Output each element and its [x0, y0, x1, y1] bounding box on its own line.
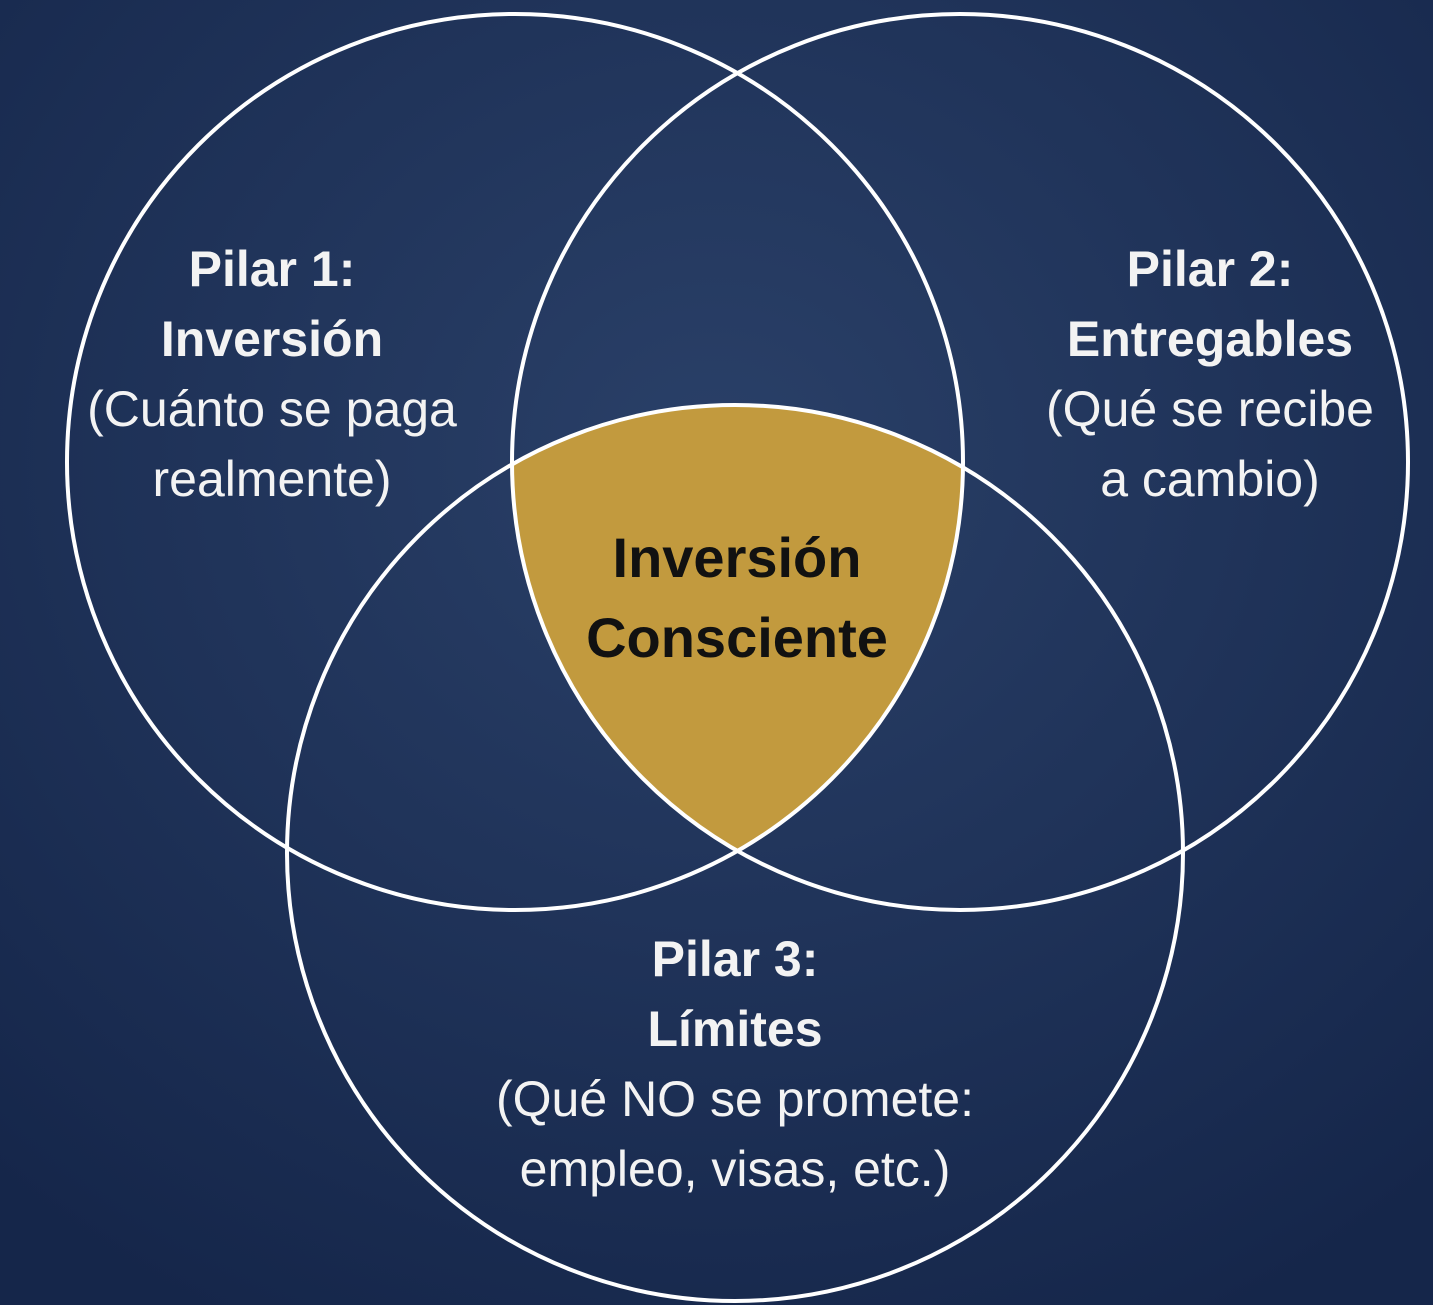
center-label-line2: Consciente: [586, 606, 888, 669]
center-label-line1: Inversión: [612, 526, 862, 589]
pillar-2-subtitle: Entregables: [1066, 311, 1354, 367]
pillar-1-subtitle: Inversión: [160, 311, 384, 367]
pillar-2-desc-line1: (Qué se recibe: [1046, 381, 1374, 437]
pillar-3-desc-line1: (Qué NO se promete:: [496, 1071, 974, 1127]
pillar-3-title: Pilar 3:: [651, 931, 819, 987]
pillar-1-label: Pilar 1: Inversión (Cuánto se paga realm…: [87, 234, 457, 514]
pillar-2-label: Pilar 2: Entregables (Qué se recibe a ca…: [1046, 234, 1374, 514]
pillar-2-desc-line2: a cambio): [1100, 451, 1320, 507]
pillar-2-circle: [510, 12, 1410, 912]
pillar-1-desc-line2: realmente): [152, 451, 392, 507]
pillar-1-desc-line1: (Cuánto se paga: [87, 381, 457, 437]
pillar-3-subtitle: Límites: [647, 1001, 823, 1057]
pillar-3-desc-line2: empleo, visas, etc.): [519, 1141, 951, 1197]
pillar-3-label: Pilar 3: Límites (Qué NO se promete: emp…: [496, 924, 974, 1204]
pillar-1-circle: [65, 12, 965, 912]
pillar-1-title: Pilar 1:: [188, 241, 356, 297]
pillar-2-title: Pilar 2:: [1126, 241, 1294, 297]
pillar-3-circle: [285, 403, 1185, 1303]
center-label: Inversión Consciente: [586, 518, 888, 678]
